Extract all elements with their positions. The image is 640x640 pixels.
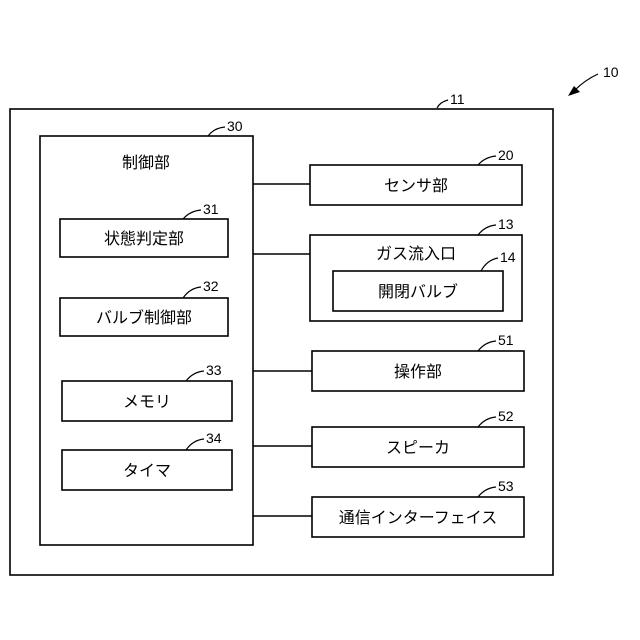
valve-control-label: バルブ制御部 <box>96 308 192 327</box>
valve-control-number: 32 <box>203 278 219 294</box>
reference-number: 10 <box>603 64 619 80</box>
gas-inlet-label: ガス流入口 <box>376 244 456 263</box>
memory-label: メモリ <box>123 392 171 411</box>
operation-number: 51 <box>498 332 514 348</box>
timer-label: タイマ <box>123 461 171 480</box>
control-unit-number: 30 <box>227 118 243 134</box>
on-off-valve-label: 開閉バルブ <box>378 282 458 301</box>
speaker-label: スピーカ <box>386 438 450 457</box>
device-number: 11 <box>450 91 465 107</box>
comm-interface-label: 通信インターフェイス <box>339 508 498 527</box>
speaker-number: 52 <box>498 408 514 424</box>
state-judgment-number: 31 <box>203 201 219 217</box>
memory-number: 33 <box>206 362 222 378</box>
state-judgment-label: 状態判定部 <box>104 229 184 248</box>
reference-leader <box>575 74 598 90</box>
timer-number: 34 <box>206 430 222 446</box>
control-unit-label: 制御部 <box>122 153 170 172</box>
comm-interface-number: 53 <box>498 478 514 494</box>
sensor-label: センサ部 <box>384 176 448 195</box>
device-leader <box>437 100 448 108</box>
operation-label: 操作部 <box>394 362 442 381</box>
gas-inlet-number: 13 <box>498 216 514 232</box>
on-off-valve-number: 14 <box>500 249 516 265</box>
sensor-number: 20 <box>498 147 514 163</box>
